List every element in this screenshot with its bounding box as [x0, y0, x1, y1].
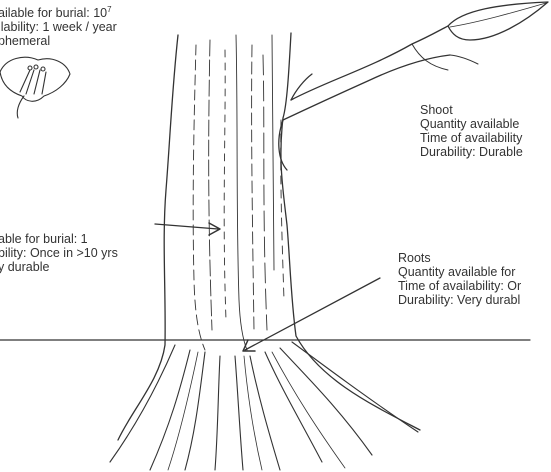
trunk-availability: bility: Once in >10 yrs — [0, 246, 118, 260]
shoot-durability: Durability: Durable — [420, 145, 523, 159]
trunk-label: able for burial: 1 bility: Once in >10 y… — [0, 232, 118, 274]
shoot-title: Shoot — [420, 103, 523, 117]
flower-quantity-exponent: 7 — [107, 5, 111, 14]
shoot-availability: Time of availability — [420, 131, 523, 145]
roots-label: Roots Quantity available for Time of ava… — [398, 251, 521, 307]
roots — [110, 342, 418, 470]
flower-quantity: ailable for burial: 10 — [0, 6, 107, 20]
roots-quantity: Quantity available for — [398, 265, 521, 279]
leaf — [448, 2, 548, 40]
trunk-quantity: able for burial: 1 — [0, 232, 118, 246]
bark-lines — [193, 35, 284, 350]
flower-icon — [0, 57, 70, 118]
flower-durability: phemeral — [0, 34, 117, 48]
roots-availability: Time of availability: Or — [398, 279, 521, 293]
flower-availability: ilability: 1 week / year — [0, 20, 117, 34]
shoot-label: Shoot Quantity available Time of availab… — [420, 103, 523, 159]
flower-label: ailable for burial: 107 ilability: 1 wee… — [0, 3, 117, 48]
shoot-quantity: Quantity available — [420, 117, 523, 131]
trunk-outline — [118, 33, 420, 440]
roots-durability: Durability: Very durabl — [398, 293, 521, 307]
roots-title: Roots — [398, 251, 521, 265]
trunk-durability: y durable — [0, 260, 118, 274]
